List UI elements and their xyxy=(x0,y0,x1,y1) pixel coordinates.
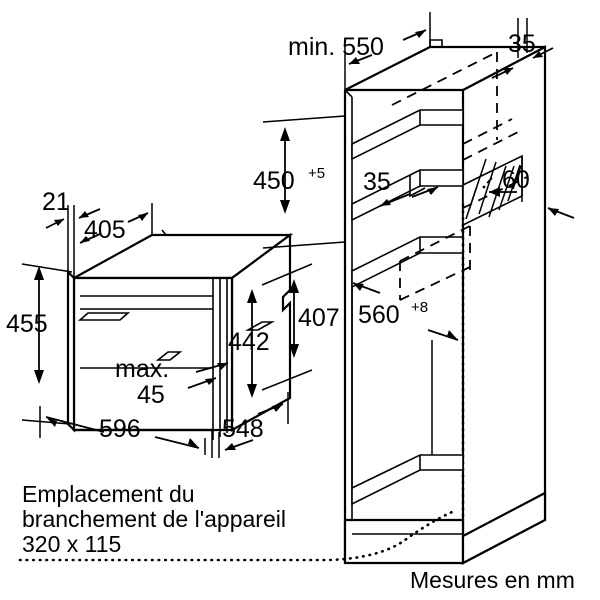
cabinet-upper-shelf xyxy=(351,109,464,161)
cabinet-plinth-side xyxy=(461,491,547,565)
appliance-bottom-rear-edge xyxy=(231,397,291,431)
units-note: Mesures en mm xyxy=(410,567,575,593)
appliance-assembly xyxy=(66,229,294,440)
dimension-450-label: 450 xyxy=(253,167,295,195)
dimension-max-gap: max. 45 xyxy=(115,355,229,409)
dimension-shelf-offset: 35 xyxy=(363,168,439,207)
dimension-35-shelf-label: 35 xyxy=(363,168,391,196)
appliance-front-left-trim xyxy=(66,269,76,433)
dimension-vent-depth: 60 xyxy=(489,156,530,202)
dimension-depth: 548 xyxy=(211,392,289,458)
cabinet-shelf-step-block xyxy=(409,175,426,198)
dimension-top-depth: 405 xyxy=(79,203,153,244)
dimension-60-label: 60 xyxy=(502,166,530,194)
dimension-min550-label: min. 550 xyxy=(288,33,384,61)
dimension-door-height: 442 xyxy=(228,289,270,398)
cabinet-side-panel-pointer xyxy=(547,207,575,219)
dimension-442-label: 442 xyxy=(228,328,270,356)
appliance-side-grip xyxy=(244,321,276,331)
dimension-width: 596 xyxy=(39,406,206,455)
dimension-560-tolerance-label: +8 xyxy=(411,299,428,316)
dimension-548-label: 548 xyxy=(222,415,264,443)
dimension-596-label: 596 xyxy=(99,415,141,443)
cabinet-bottom-floor xyxy=(351,454,464,506)
connection-note-line1: Emplacement du xyxy=(22,481,195,507)
connection-note-line2: branchement de l'appareil xyxy=(22,506,286,532)
dimension-35-top-label: 35 xyxy=(508,30,536,58)
appliance-top-rear-step xyxy=(161,229,167,236)
dimension-front-trim-depth: 21 xyxy=(42,188,101,278)
cabinet-hidden-upper-rear-top xyxy=(391,51,498,106)
connection-location-note: Emplacement du branchement de l'appareil… xyxy=(22,481,286,557)
cabinet-hidden-upper-rear-diag2 xyxy=(462,118,513,145)
dimension-min-depth: min. 550 xyxy=(288,12,431,90)
cabinet-right-side-panel xyxy=(461,45,547,565)
dimension-450-tolerance-label: +5 xyxy=(308,165,325,182)
appliance-door-lower-lip xyxy=(155,351,183,361)
dimension-niche-height: 450 +5 xyxy=(253,115,346,249)
dimension-niche-width: 560 +8 xyxy=(352,282,459,455)
cabinet-front-left-post-cap xyxy=(344,89,353,98)
dimension-407-label: 407 xyxy=(298,304,340,332)
dimension-455-label: 455 xyxy=(6,310,48,338)
cabinet-hidden-lower-bottom2 xyxy=(399,266,471,301)
dimension-max-prefix-label: max. xyxy=(115,355,169,383)
dimension-45-label: 45 xyxy=(137,381,165,409)
connection-note-line3: 320 x 115 xyxy=(22,531,121,557)
dimension-body-height: 407 xyxy=(261,263,340,391)
dimension-405-label: 405 xyxy=(84,216,126,244)
dimension-top-panel-thickness: 35 xyxy=(491,18,554,79)
appliance-door-handle xyxy=(77,312,131,321)
connection-note-leader xyxy=(18,510,454,562)
cabinet-hidden-upper-rear-diag xyxy=(462,130,521,161)
cabinet-assembly xyxy=(343,39,547,565)
dimension-front-height: 455 xyxy=(6,263,73,425)
dimension-560-label: 560 xyxy=(358,301,400,329)
dimension-21-label: 21 xyxy=(42,188,70,216)
cabinet-lower-shelf xyxy=(351,236,464,289)
cabinet-hidden-lower-diag xyxy=(399,225,471,262)
